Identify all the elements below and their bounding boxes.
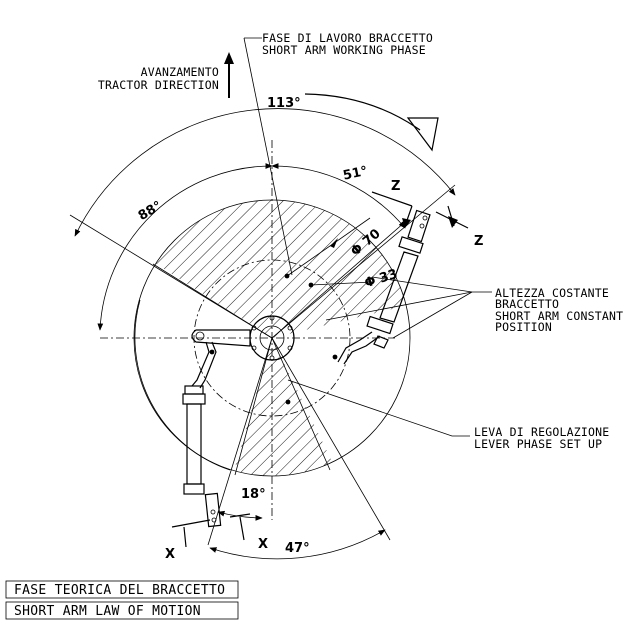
rotation-arrow-head [406, 117, 439, 152]
section-x-left-label: X [165, 547, 175, 562]
lever-label-it: LEVA DI REGOLAZIONE [474, 425, 609, 439]
leader-phi70-arrow [330, 238, 338, 248]
left-short-arm [182, 341, 222, 528]
leader-phi70 [286, 217, 371, 277]
leader-lever [287, 379, 470, 437]
constant-height-label-3: SHORT ARM CONSTANT [495, 309, 623, 323]
footer-box-2 [5, 601, 239, 620]
angle-51-label: 51° [342, 164, 369, 184]
constant-height-label-1: ALTEZZA COSTANTE [495, 286, 609, 300]
arc-88 [97, 163, 273, 331]
angle-113-label: 113° [267, 96, 301, 111]
footer-box-1 [5, 580, 239, 599]
arc-47 [209, 529, 386, 560]
angle-18-label: 18° [241, 487, 266, 502]
arc-51 [271, 163, 406, 229]
section-x-left-line [171, 519, 211, 548]
footer-line-1: FASE TEORICA DEL BRACCETTO [14, 583, 225, 598]
arc-large-left [134, 299, 231, 471]
rotation-direction-arrow [304, 93, 421, 131]
working-phase-label-en: SHORT ARM WORKING PHASE [262, 43, 426, 57]
right-short-arm [337, 209, 431, 365]
pitch-circle [193, 259, 351, 417]
center-hub [249, 315, 295, 361]
pivot-dot-3 [285, 399, 291, 405]
leader-constant-height-c [392, 291, 473, 339]
tractor-direction-arrow-head [224, 52, 234, 64]
leader-phi33 [310, 281, 373, 286]
tractor-direction-label-it: AVANZAMENTO [141, 65, 219, 79]
tractor-direction-label-en: TRACTOR DIRECTION [98, 78, 219, 92]
guide-line-lower-right [271, 337, 391, 541]
footer-line-2: SHORT ARM LAW OF MOTION [14, 604, 201, 619]
section-z-left-label: Z [391, 179, 400, 194]
working-phase-label-it: FASE DI LAVORO BRACCETTO [262, 31, 433, 45]
pivot-dot-5 [332, 354, 338, 360]
leader-constant-height-b [325, 291, 473, 321]
section-z-left-arrow [402, 218, 411, 228]
section-z-right-arrow [448, 216, 458, 228]
hatched-sector-outline-lower [234, 337, 331, 476]
section-x-right-label: X [258, 537, 268, 552]
constant-height-label-4: POSITION [495, 320, 552, 334]
angle-88-label: 88° [136, 199, 165, 224]
pivot-dot-4 [209, 349, 215, 355]
lever-arm-hole [195, 331, 205, 341]
arc-18 [217, 510, 263, 521]
section-x-right-line [229, 513, 251, 541]
angle-47-label: 47° [285, 541, 310, 556]
lever-arm [191, 329, 251, 347]
lever-label-en: LEVER PHASE SET UP [474, 437, 602, 451]
section-z-right-label: Z [474, 234, 483, 249]
constant-height-label-2: BRACCETTO [495, 297, 559, 311]
